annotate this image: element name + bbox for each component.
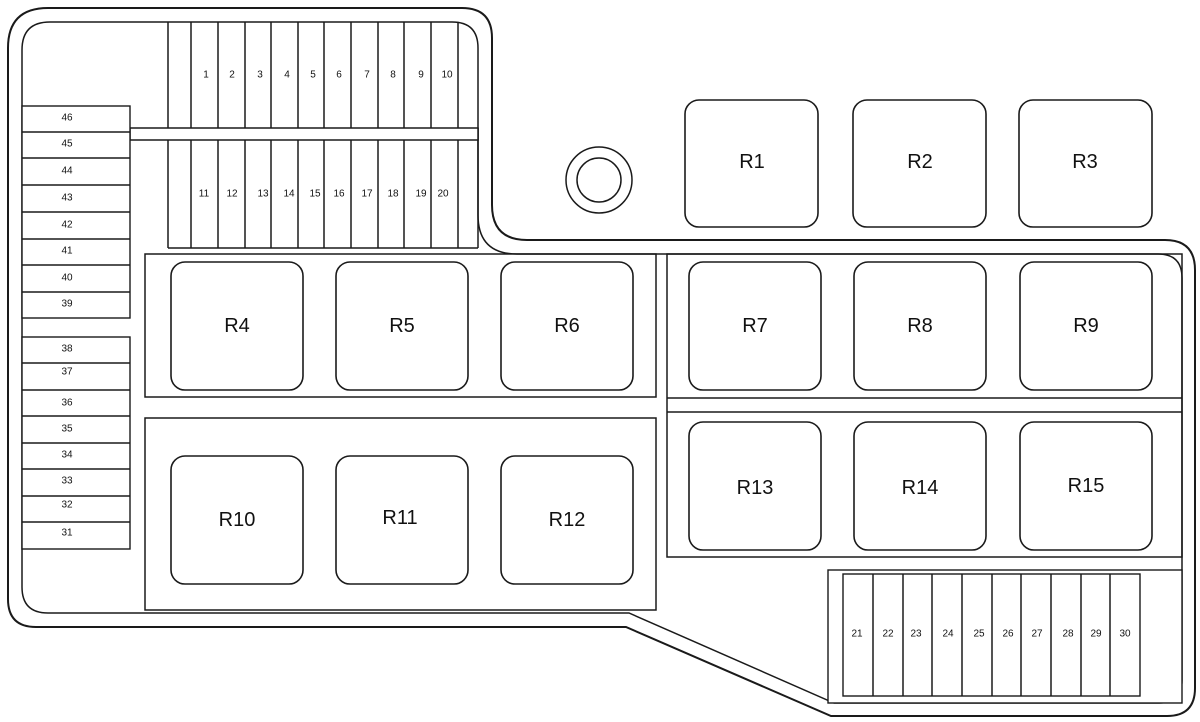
relay-r15: R15	[1019, 421, 1153, 551]
relay-label: R2	[907, 151, 933, 173]
relay-label: R13	[737, 477, 774, 499]
fuse-label: 13	[257, 189, 269, 200]
relay-r11: R11	[335, 455, 469, 585]
relay-label: R3	[1072, 151, 1098, 173]
fuse-label: 28	[1062, 629, 1074, 640]
fuse-label: 29	[1090, 629, 1102, 640]
relay-r7: R7	[688, 261, 822, 391]
bottom-right-fuse-block: 21 22 23 24 25 26 27 28 29 30	[827, 569, 1183, 704]
fuse-label: 1	[203, 70, 209, 81]
relay-label: R7	[742, 315, 768, 337]
relay-r3: R3	[1018, 99, 1153, 228]
relay-r6: R6	[500, 261, 634, 391]
fuse-label: 23	[910, 629, 922, 640]
fuse-label: 16	[333, 189, 345, 200]
housing-outer-outline	[7, 7, 1196, 717]
fuse-label: 7	[364, 70, 370, 81]
relay-label: R1	[739, 151, 765, 173]
relay-label: R12	[549, 509, 586, 531]
relay-r4: R4	[170, 261, 304, 391]
left-fuse-column-lower: 38 37 36 35 34 33 32 31	[21, 336, 131, 550]
fuse-label: 2	[229, 70, 235, 81]
relay-r12: R12	[500, 455, 634, 585]
fuse-label: 17	[361, 189, 373, 200]
fuse-divider-bar	[129, 127, 479, 141]
fuse-label: 31	[61, 528, 73, 539]
fuse-label: 5	[310, 70, 316, 81]
fuse-label: 9	[418, 70, 424, 81]
fuse-label: 30	[1119, 629, 1131, 640]
top-fuse-block: 1 2 3 4 5 6 7 8 9 10 11 12 13 14 15 16 1…	[129, 22, 479, 249]
fuse-label: 25	[973, 629, 985, 640]
relay-label: R11	[382, 507, 417, 529]
fuse-label: 18	[387, 189, 399, 200]
fuse-label: 12	[226, 189, 238, 200]
relay-label: R4	[224, 315, 250, 337]
relay-label: R15	[1068, 475, 1105, 497]
fuse-label: 8	[390, 70, 396, 81]
fuse-label: 10	[441, 70, 453, 81]
fuse-label: 41	[61, 246, 73, 257]
fuse-label: 36	[61, 398, 73, 409]
fuse-label: 4	[284, 70, 290, 81]
relay-label: R5	[389, 315, 415, 337]
fuse-label: 34	[61, 450, 73, 461]
fuse-label: 32	[61, 500, 73, 511]
relay-panel-bottom-left	[144, 417, 657, 611]
fuse-label: 42	[61, 220, 73, 231]
fuse-label: 46	[61, 113, 73, 124]
fuse-label: 11	[199, 189, 210, 200]
fuse-label: 24	[942, 629, 954, 640]
relay-label: R9	[1073, 315, 1099, 337]
fuse-label: 35	[61, 424, 73, 435]
fuse-label: 40	[61, 273, 73, 284]
fuse-label: 20	[437, 189, 449, 200]
mounting-hole-outer	[565, 146, 633, 214]
fuse-label: 33	[61, 476, 73, 487]
fuse-label: 38	[61, 344, 73, 355]
relay-r8: R8	[853, 261, 987, 391]
relay-r10: R10	[170, 455, 304, 585]
relay-r2: R2	[852, 99, 987, 228]
relay-r9: R9	[1019, 261, 1153, 391]
relay-panel-top-left	[144, 253, 657, 398]
relay-r14: R14	[853, 421, 987, 551]
fuse-label: 19	[415, 189, 427, 200]
relay-label: R10	[219, 509, 256, 531]
relay-panel-right	[666, 253, 1183, 558]
fuse-label: 21	[851, 629, 863, 640]
relay-label: R6	[554, 315, 580, 337]
fuse-label: 39	[61, 299, 73, 310]
fuse-label: 6	[336, 70, 342, 81]
fuse-label: 3	[257, 70, 263, 81]
relay-r1: R1	[684, 99, 819, 228]
fuse-label: 44	[61, 166, 73, 177]
fuse-label: 27	[1031, 629, 1043, 640]
fuse-label: 45	[61, 139, 73, 150]
fuse-label: 22	[882, 629, 894, 640]
fuse-label: 15	[309, 189, 321, 200]
fuse-label: 14	[283, 189, 295, 200]
relay-label: R8	[907, 315, 933, 337]
mounting-hole-inner	[576, 157, 622, 203]
relay-r5: R5	[335, 261, 469, 391]
fuse-label: 26	[1002, 629, 1014, 640]
relay-label: R14	[902, 477, 939, 499]
left-fuse-column-upper: 46 45 44 43 42 41 40 39	[21, 105, 131, 319]
relay-r13: R13	[688, 421, 822, 551]
fuse-label: 43	[61, 193, 73, 204]
fuse-label: 37	[61, 367, 73, 378]
